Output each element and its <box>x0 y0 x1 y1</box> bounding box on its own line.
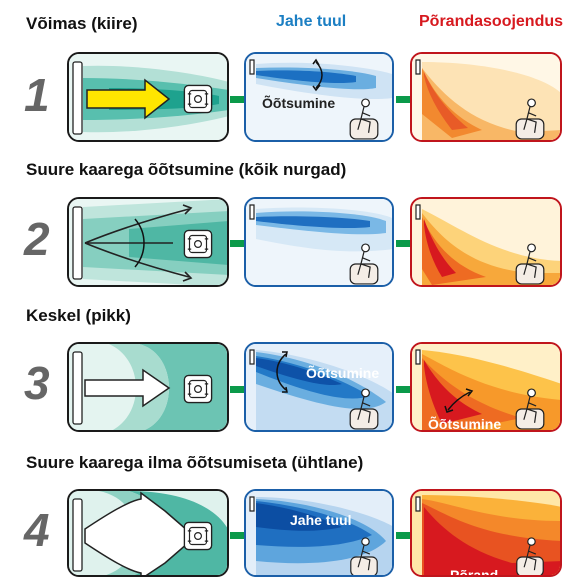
connector-1a <box>230 96 244 103</box>
row-number-4: 4 <box>24 504 50 556</box>
heat-panel-1 <box>410 52 562 142</box>
connector-3b <box>396 386 410 393</box>
heat-label-4: Põrand <box>450 567 499 577</box>
cool-label-4: Jahe tuul <box>290 512 352 528</box>
heat-panel-4: Põrand <box>410 489 562 577</box>
heat-panel-3: Õõtsumine <box>410 342 562 432</box>
cool-label-1: Õõtsumine <box>262 95 336 111</box>
airflow-panel-2 <box>67 197 229 287</box>
heat-panel-2 <box>410 197 562 287</box>
airflow-panel-3 <box>67 342 229 432</box>
heat-heading: Põrandasoojendus <box>419 13 564 30</box>
connector-4b <box>396 532 410 539</box>
connector-3a <box>230 386 244 393</box>
row2-title: Suure kaarega õõtsumine (kõik nurgad) <box>26 160 347 179</box>
cool-panel-3: Õõtsumine <box>244 342 394 432</box>
airflow-panel-1 <box>67 52 229 142</box>
heat-label-3: Õõtsumine <box>428 416 502 432</box>
cool-panel-1: Õõtsumine <box>244 52 394 142</box>
cool-panel-4: Jahe tuul <box>244 489 394 577</box>
row-number-1: 1 <box>24 69 50 121</box>
row-number-2: 2 <box>24 213 50 265</box>
connector-2a <box>230 240 244 247</box>
connector-4a <box>230 532 244 539</box>
connector-1b <box>396 96 410 103</box>
row4-title: Suure kaarega ilma õõtsumiseta (ühtlane) <box>26 453 364 472</box>
airflow-panel-4 <box>67 489 229 577</box>
row1-title: Võimas (kiire) <box>26 14 138 33</box>
cool-heading: Jahe tuul <box>276 13 347 30</box>
cool-label-3: Õõtsumine <box>306 365 380 381</box>
row-number-3: 3 <box>24 357 50 409</box>
cool-panel-2 <box>244 197 394 287</box>
connector-2b <box>396 240 410 247</box>
row3-title: Keskel (pikk) <box>26 306 131 325</box>
